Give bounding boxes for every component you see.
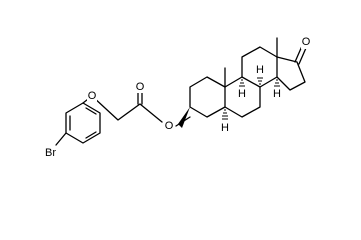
hashed-bond-c9 — [239, 79, 245, 87]
ring-d — [276, 56, 306, 91]
carbonyl-oxygen-label: O — [136, 81, 145, 93]
aromatic-double-bond — [85, 107, 97, 115]
aromatic-double-bond — [85, 131, 97, 139]
ring-a — [189, 76, 226, 118]
h-c14-label: H — [273, 88, 281, 100]
steroid-structure-figure: Br O O O O H H H H — [45, 36, 311, 159]
ester-oxygen-label: O — [165, 120, 174, 132]
oxyacetate-chain — [91, 95, 163, 123]
steroid-skeleton — [189, 37, 307, 118]
h-c5-label: H — [221, 122, 229, 134]
ether-oxygen-label: O — [88, 90, 97, 102]
ketone-double-bond — [298, 47, 307, 65]
ring-c — [241, 46, 278, 88]
bromine-label: Br — [45, 147, 56, 159]
hashed-bond-c8 — [257, 77, 263, 85]
c3-wedge-bond — [178, 107, 190, 128]
ketone-double-bond — [294, 45, 303, 63]
hashed-bond-c5 — [222, 109, 228, 120]
h-c9-label: H — [238, 88, 246, 100]
h-c8-label: H — [256, 64, 264, 76]
ring-b — [224, 76, 261, 118]
ar-br-bond — [55, 132, 67, 146]
bromophenyl-ring — [65, 102, 101, 144]
hashed-bond-c14 — [274, 79, 280, 87]
ketone-oxygen-label: O — [302, 36, 311, 48]
